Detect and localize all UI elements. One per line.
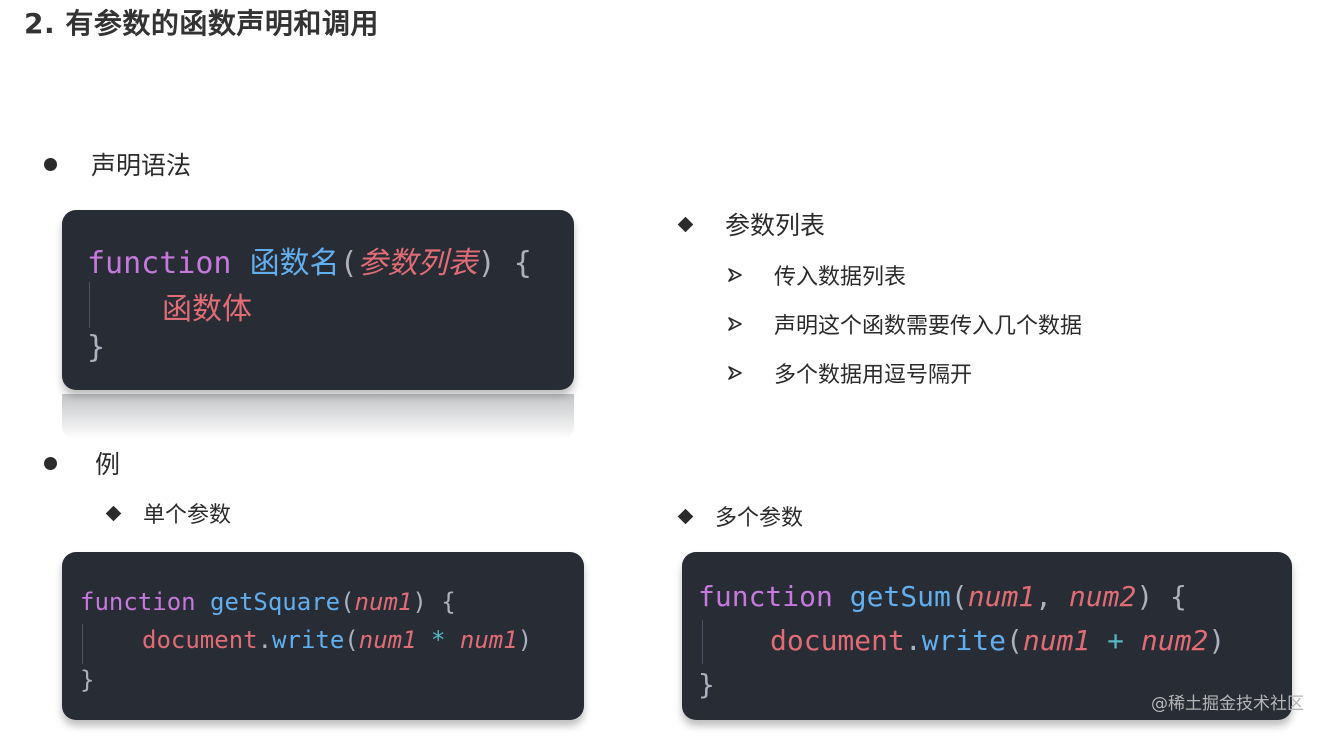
code-line-body: 函数体 bbox=[162, 284, 252, 328]
bullet-syntax: 声明语法 bbox=[44, 146, 191, 182]
code-call-close: ) bbox=[1208, 624, 1226, 657]
param-list-title: 参数列表 bbox=[725, 211, 826, 240]
code-operator: * bbox=[431, 626, 446, 654]
code-keyword: function bbox=[698, 580, 833, 613]
param-list-heading: 参数列表 bbox=[677, 206, 826, 242]
example-label: 例 bbox=[95, 450, 121, 479]
code-comma: , bbox=[1035, 580, 1069, 613]
code-paren-close: ) { bbox=[1136, 580, 1187, 613]
indent-guide bbox=[89, 282, 90, 328]
code-arg: num2 bbox=[1140, 624, 1209, 657]
code-paren-open: ( bbox=[340, 588, 355, 616]
code-function-name: getSum bbox=[849, 580, 951, 613]
code-paren-close: ) { bbox=[412, 588, 456, 616]
arrow-right-icon bbox=[726, 315, 744, 333]
bullet-dot-icon bbox=[44, 157, 57, 171]
code-param: num1 bbox=[967, 580, 1036, 613]
arrow-right-icon bbox=[726, 266, 744, 284]
code-param: num1 bbox=[354, 588, 413, 616]
code-brace-close: } bbox=[80, 666, 95, 694]
code-line-end: } bbox=[698, 668, 715, 701]
param-list-item-text: 传入数据列表 bbox=[774, 265, 907, 290]
code-call-open: ( bbox=[1006, 624, 1023, 657]
code-dot: . bbox=[257, 626, 273, 654]
code-arg: num1 bbox=[358, 626, 417, 654]
syntax-label: 声明语法 bbox=[91, 151, 192, 180]
code-paren-close: ) { bbox=[477, 246, 532, 281]
code-param: num2 bbox=[1068, 580, 1137, 613]
arrow-right-icon bbox=[726, 364, 744, 382]
example-multi-label: 多个参数 bbox=[715, 506, 804, 531]
watermark: @稀土掘金技术社区 bbox=[1151, 694, 1304, 714]
example-single-label: 单个参数 bbox=[143, 503, 232, 528]
code-dot: . bbox=[904, 624, 922, 657]
code-line-signature: function 函数名(参数列表) { bbox=[87, 238, 532, 282]
param-list-item: 传入数据列表 bbox=[726, 259, 906, 291]
diamond-icon bbox=[677, 216, 694, 232]
code-reflection bbox=[62, 394, 574, 440]
example-multi-heading: 多个参数 bbox=[677, 500, 804, 532]
param-list-item-text: 声明这个函数需要传入几个数据 bbox=[774, 314, 1083, 339]
code-operator: + bbox=[1107, 624, 1125, 657]
code-brace-close: } bbox=[87, 330, 106, 365]
param-list-item: 声明这个函数需要传入几个数据 bbox=[726, 308, 1082, 340]
code-line-end: } bbox=[87, 330, 105, 365]
code-function-name: 函数名 bbox=[249, 246, 340, 281]
code-call-close: ) bbox=[517, 626, 533, 654]
code-brace-close: } bbox=[698, 668, 715, 701]
code-call-open: ( bbox=[344, 626, 359, 654]
code-arg: num1 bbox=[1022, 624, 1091, 657]
param-list-item-text: 多个数据用逗号隔开 bbox=[774, 363, 973, 388]
diamond-icon bbox=[677, 508, 694, 524]
code-line-signature: function getSquare(num1) { bbox=[80, 588, 456, 616]
bullet-dot-icon bbox=[44, 456, 57, 470]
code-keyword: function bbox=[87, 246, 232, 281]
param-list-item: 多个数据用逗号隔开 bbox=[726, 357, 972, 389]
indent-guide bbox=[82, 624, 83, 664]
code-keyword: function bbox=[80, 588, 196, 616]
code-arg: num1 bbox=[459, 626, 518, 654]
code-body: 函数体 bbox=[162, 292, 252, 327]
code-method: write bbox=[921, 624, 1007, 657]
code-object: document bbox=[770, 624, 905, 657]
code-line-signature: function getSum(num1, num2) { bbox=[698, 580, 1187, 613]
diamond-icon bbox=[105, 505, 122, 521]
code-line-end: } bbox=[80, 666, 94, 694]
code-block-multi: function getSum(num1, num2) { document.w… bbox=[682, 552, 1292, 720]
bullet-example: 例 bbox=[44, 445, 120, 481]
indent-guide bbox=[702, 620, 703, 664]
example-single-heading: 单个参数 bbox=[105, 497, 232, 529]
code-line-body: document.write(num1 * num1) bbox=[142, 626, 532, 654]
code-function-name: getSquare bbox=[210, 588, 341, 616]
code-method: write bbox=[272, 626, 345, 654]
code-object: document bbox=[142, 626, 258, 654]
code-line-body: document.write(num1 + num2) bbox=[770, 624, 1225, 657]
code-params: 参数列表 bbox=[357, 246, 478, 281]
page-title: 2. 有参数的函数声明和调用 bbox=[24, 7, 379, 40]
code-block-syntax: function 函数名(参数列表) { 函数体 } bbox=[62, 210, 574, 390]
code-block-single: function getSquare(num1) { document.writ… bbox=[62, 552, 584, 720]
code-paren-open: ( bbox=[339, 246, 358, 281]
code-paren-open: ( bbox=[950, 580, 968, 613]
